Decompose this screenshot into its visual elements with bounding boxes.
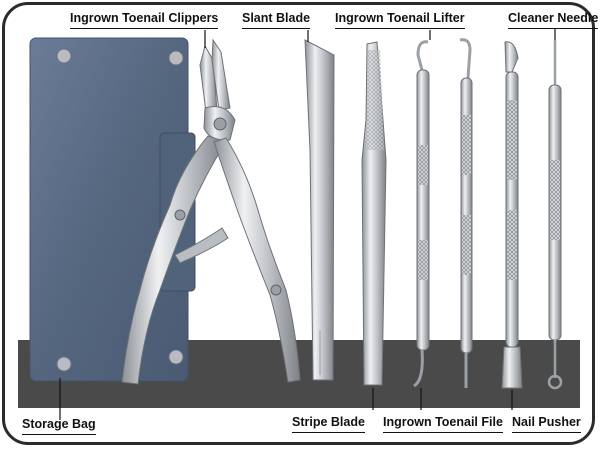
label-storage-bag: Storage Bag: [22, 417, 96, 435]
label-cleaner-needle: Cleaner Needle: [508, 11, 599, 29]
slant-blade: [304, 39, 335, 381]
stripe-blade: [361, 41, 387, 386]
figure-frame: [2, 2, 595, 445]
label-slant-blade: Slant Blade: [242, 11, 311, 29]
label-nail-pusher: Nail Pusher: [512, 415, 581, 433]
ingrown-toenail-lifter: [459, 38, 473, 388]
label-ingrown-toenail-clippers: Ingrown Toenail Clippers: [70, 11, 219, 29]
ingrown-toenail-clippers: [121, 38, 301, 385]
label-stripe-blade: Stripe Blade: [292, 415, 365, 433]
nail-pusher: [501, 41, 523, 389]
label-ingrown-toenail-file: Ingrown Toenail File: [383, 415, 503, 433]
cleaner-needle: [547, 40, 563, 390]
label-ingrown-toenail-lifter: Ingrown Toenail Lifter: [335, 11, 465, 29]
ingrown-toenail-file: [413, 40, 430, 388]
leader-lines: [59, 28, 556, 420]
